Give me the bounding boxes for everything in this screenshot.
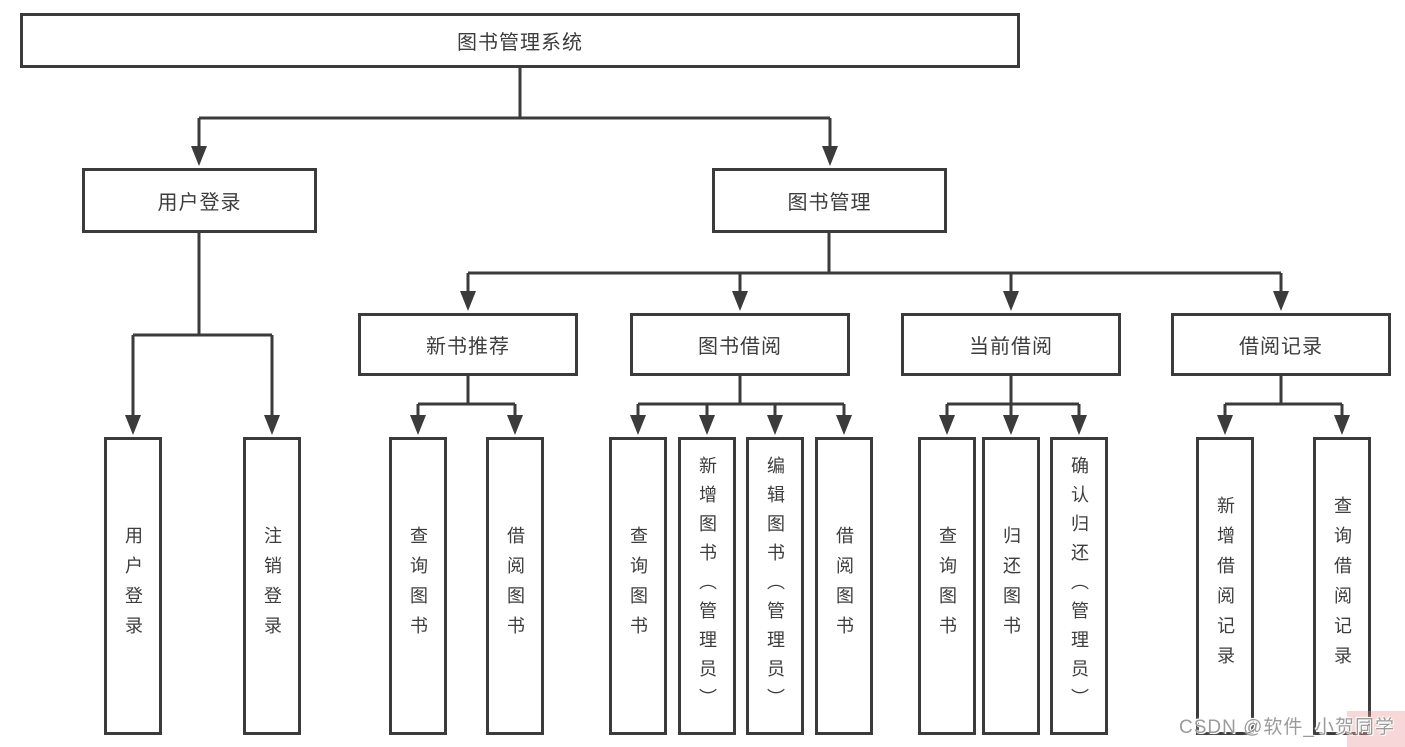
node-label: 查询图书 — [937, 526, 957, 646]
node-leaf-query-books-3: 查询图书 — [918, 437, 976, 735]
node-label: 图书借阅 — [698, 336, 782, 358]
node-leaf-confirm-return-admin: 确认归还（管理员） — [1050, 437, 1108, 735]
node-label: 新书推荐 — [426, 336, 510, 358]
node-label: 查询图书 — [628, 526, 648, 646]
node-leaf-user-login: 用户登录 — [104, 437, 162, 735]
node-label: 当前借阅 — [969, 336, 1053, 358]
watermark: CSDN @软件_小贺同学 — [1179, 711, 1405, 747]
node-leaf-logout: 注销登录 — [243, 437, 301, 735]
node-label: 新增图书（管理员） — [697, 455, 717, 717]
node-label: 查询图书 — [408, 526, 428, 646]
node-label: 用户登录 — [123, 526, 143, 646]
watermark-text: CSDN @软件_小贺同学 — [1179, 717, 1395, 738]
node-leaf-query-borrow-record: 查询借阅记录 — [1313, 437, 1371, 735]
node-leaf-query-books-1: 查询图书 — [389, 437, 447, 735]
node-label: 图书管理 — [787, 192, 872, 214]
node-label: 注销登录 — [262, 526, 282, 646]
node-current-borrow: 当前借阅 — [901, 313, 1121, 376]
node-leaf-return-books: 归还图书 — [982, 437, 1040, 735]
node-new-book-recommend: 新书推荐 — [358, 313, 578, 376]
node-leaf-add-books-admin: 新增图书（管理员） — [678, 437, 736, 735]
node-library-management-system: 图书管理系统 — [20, 13, 1020, 68]
node-label: 确认归还（管理员） — [1069, 455, 1089, 717]
node-borrow-record: 借阅记录 — [1171, 313, 1391, 376]
node-label: 编辑图书（管理员） — [765, 455, 785, 717]
node-label: 借阅记录 — [1239, 336, 1323, 358]
node-label: 图书管理系统 — [457, 32, 583, 54]
node-leaf-edit-books-admin: 编辑图书（管理员） — [746, 437, 804, 735]
node-label: 借阅图书 — [834, 526, 854, 646]
node-label: 查询借阅记录 — [1332, 496, 1352, 676]
node-leaf-borrow-books-1: 借阅图书 — [486, 437, 544, 735]
node-leaf-borrow-books-2: 借阅图书 — [815, 437, 873, 735]
node-label: 用户登录 — [157, 192, 242, 214]
node-leaf-query-books-2: 查询图书 — [609, 437, 667, 735]
node-leaf-add-borrow-record: 新增借阅记录 — [1196, 437, 1254, 735]
node-book-borrow: 图书借阅 — [630, 313, 850, 376]
node-user-login: 用户登录 — [82, 168, 317, 233]
node-label: 归还图书 — [1001, 526, 1021, 646]
node-label: 借阅图书 — [505, 526, 525, 646]
node-label: 新增借阅记录 — [1215, 496, 1235, 676]
node-book-management: 图书管理 — [712, 168, 947, 233]
